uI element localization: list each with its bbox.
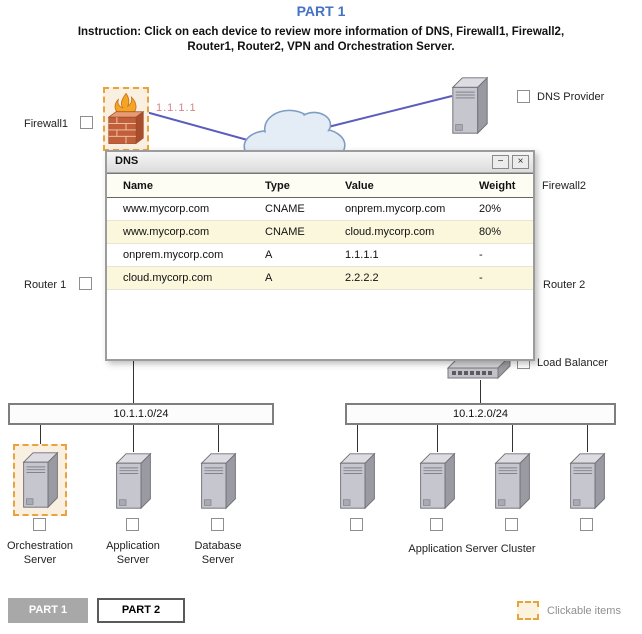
firewall-icon xyxy=(108,93,144,145)
dns-provider-checkbox[interactable] xyxy=(517,90,530,103)
database-server-label: Database Server xyxy=(194,540,242,566)
subnet-right-label: 10.1.2.0/24 xyxy=(452,408,509,420)
part2-tab-button[interactable]: PART 2 xyxy=(97,598,185,623)
minimize-button[interactable]: − xyxy=(492,155,509,169)
application-server-label: Application Server xyxy=(106,540,160,566)
dns-table-cell: cloud.mycorp.com xyxy=(123,272,213,284)
dns-table-cell: www.mycorp.com xyxy=(123,226,210,238)
firewall1-label: Firewall1 xyxy=(24,118,69,130)
dns-table-cell: CNAME xyxy=(265,203,305,215)
firewall1-device[interactable] xyxy=(103,87,149,151)
clickable-items-legend-icon xyxy=(517,601,539,620)
instruction-text: Instruction: Click on each device to rev… xyxy=(77,26,565,53)
dns-table-cell: cloud.mycorp.com xyxy=(345,226,435,238)
orchestration-server-device[interactable] xyxy=(13,444,67,516)
dns-table-cell: 2.2.2.2 xyxy=(345,272,379,284)
dns-table-cell: A xyxy=(265,272,273,284)
cluster-server-icon-2 xyxy=(420,453,455,509)
dns-table-row: cloud.mycorp.com A 2.2.2.2 - xyxy=(107,267,533,290)
cluster-server-icon-3 xyxy=(495,453,530,509)
database-server-icon xyxy=(201,453,236,509)
firewall1-checkbox[interactable] xyxy=(80,116,93,129)
dns-col-header-type: Type xyxy=(265,180,290,192)
firewall1-ip-label: 1.1.1.1 xyxy=(156,102,197,114)
dns-dialog-titlebar[interactable]: DNS − × xyxy=(107,152,533,173)
application-server-cluster-label: Application Server Cluster xyxy=(408,543,536,555)
dns-table-row: www.mycorp.com CNAME cloud.mycorp.com 80… xyxy=(107,221,533,244)
dns-col-header-weight: Weight xyxy=(479,180,516,192)
dns-table-cell: A xyxy=(265,249,273,261)
dns-table-cell: 20% xyxy=(479,203,502,215)
application-server-icon xyxy=(116,453,151,509)
page-title: PART 1 xyxy=(296,3,346,19)
orchestration-server-label: Orchestration Server xyxy=(6,540,74,566)
dns-provider-label: DNS Provider xyxy=(537,91,605,103)
dns-table-row: www.mycorp.com CNAME onprem.mycorp.com 2… xyxy=(107,198,533,221)
dns-dialog-title: DNS xyxy=(115,155,139,167)
subnet-left-bar: 10.1.1.0/24 xyxy=(8,403,274,425)
clickable-items-legend-label: Clickable items xyxy=(547,605,621,617)
dns-table-cell: - xyxy=(479,272,483,284)
orchestration-server-icon xyxy=(22,452,58,508)
dns-col-header-name: Name xyxy=(123,180,153,192)
cluster-server-checkbox-4[interactable] xyxy=(580,518,593,531)
subnet-left-label: 10.1.1.0/24 xyxy=(113,408,169,420)
database-server-checkbox[interactable] xyxy=(211,518,224,531)
orchestration-server-checkbox[interactable] xyxy=(33,518,46,531)
dns-table-row: onprem.mycorp.com A 1.1.1.1 - xyxy=(107,244,533,267)
router1-checkbox[interactable] xyxy=(79,277,92,290)
dns-table-cell: - xyxy=(479,249,483,261)
dns-table-cell: CNAME xyxy=(265,226,305,238)
cluster-server-checkbox-3[interactable] xyxy=(505,518,518,531)
cluster-server-icon-1 xyxy=(340,453,375,509)
dns-table-cell: www.mycorp.com xyxy=(123,203,210,215)
router1-label: Router 1 xyxy=(24,279,67,291)
dns-dialog: DNS − × Name Type Value Weight www.mycor… xyxy=(105,150,535,361)
close-button[interactable]: × xyxy=(512,155,529,169)
part1-tab-button[interactable]: PART 1 xyxy=(8,598,88,623)
dns-col-header-value: Value xyxy=(345,180,374,192)
dns-table-cell: 80% xyxy=(479,226,502,238)
dns-table-cell: onprem.mycorp.com xyxy=(123,249,224,261)
load-balancer-label: Load Balancer xyxy=(537,357,608,369)
subnet-right-bar: 10.1.2.0/24 xyxy=(345,403,616,425)
router2-label: Router 2 xyxy=(543,279,586,291)
firewall2-label: Firewall2 xyxy=(542,180,587,192)
cluster-server-checkbox-1[interactable] xyxy=(350,518,363,531)
dns-table-cell: 1.1.1.1 xyxy=(345,249,379,261)
dns-provider-server-icon xyxy=(452,77,488,134)
application-server-checkbox[interactable] xyxy=(126,518,139,531)
cluster-server-icon-4 xyxy=(570,453,605,509)
dns-table-cell: onprem.mycorp.com xyxy=(345,203,446,215)
cluster-server-checkbox-2[interactable] xyxy=(430,518,443,531)
dns-table-header-row: Name Type Value Weight xyxy=(107,173,533,198)
